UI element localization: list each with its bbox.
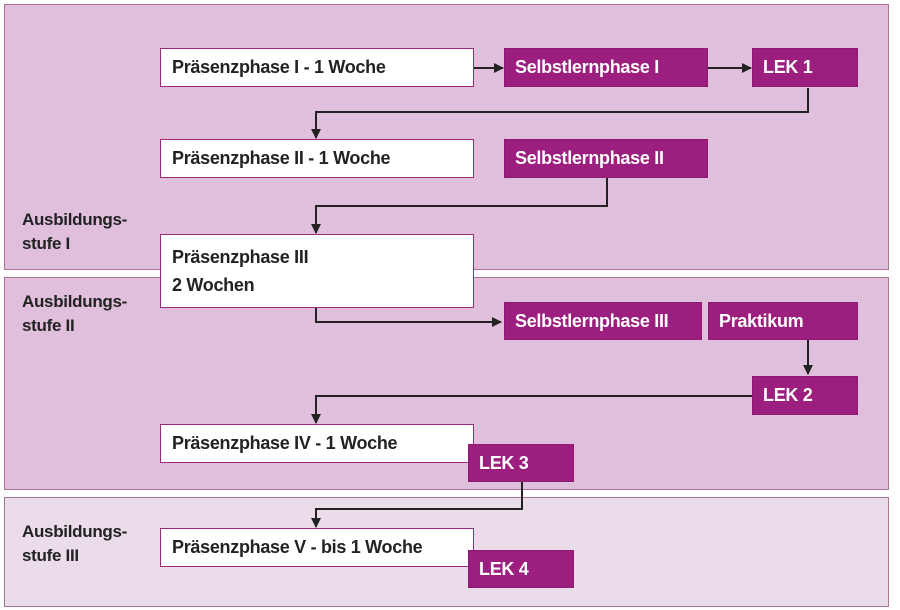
node-selbstlernphase-1: Selbstlernphase I [504,48,708,87]
node-praesenzphase-1: Präsenzphase I - 1 Woche [160,48,474,87]
node-praesenzphase-2: Präsenzphase II - 1 Woche [160,139,474,178]
node-praesenzphase-4: Präsenzphase IV - 1 Woche [160,424,474,463]
node-praesenzphase-5: Präsenzphase V - bis 1 Woche [160,528,474,567]
node-lek-4: LEK 4 [468,550,574,588]
node-lek-3: LEK 3 [468,444,574,482]
arrow-lek2-praesenz4 [311,395,752,424]
arrow-selbst2-praesenz3 [311,178,608,234]
stage-label-2: Ausbildungs- stufe II [22,292,127,335]
arrow-lek3-praesenz5 [311,482,523,528]
node-praesenzphase-3: Präsenzphase III 2 Wochen [160,234,474,308]
arrow-lek1-praesenz2 [311,88,809,139]
stage-label-3: Ausbildungs- stufe III [22,522,127,565]
node-praesenzphase-3-line1: Präsenzphase III [172,247,309,267]
node-selbstlernphase-3: Selbstlernphase III [504,302,702,340]
node-lek-2: LEK 2 [752,376,858,415]
node-lek-1: LEK 1 [752,48,858,87]
node-praesenzphase-3-line2: 2 Wochen [172,275,255,295]
node-praktikum: Praktikum [708,302,858,340]
stage-label-1: Ausbildungs- stufe I [22,210,127,253]
node-selbstlernphase-2: Selbstlernphase II [504,139,708,178]
arrow-praesenz3-selbst3 [315,308,502,327]
